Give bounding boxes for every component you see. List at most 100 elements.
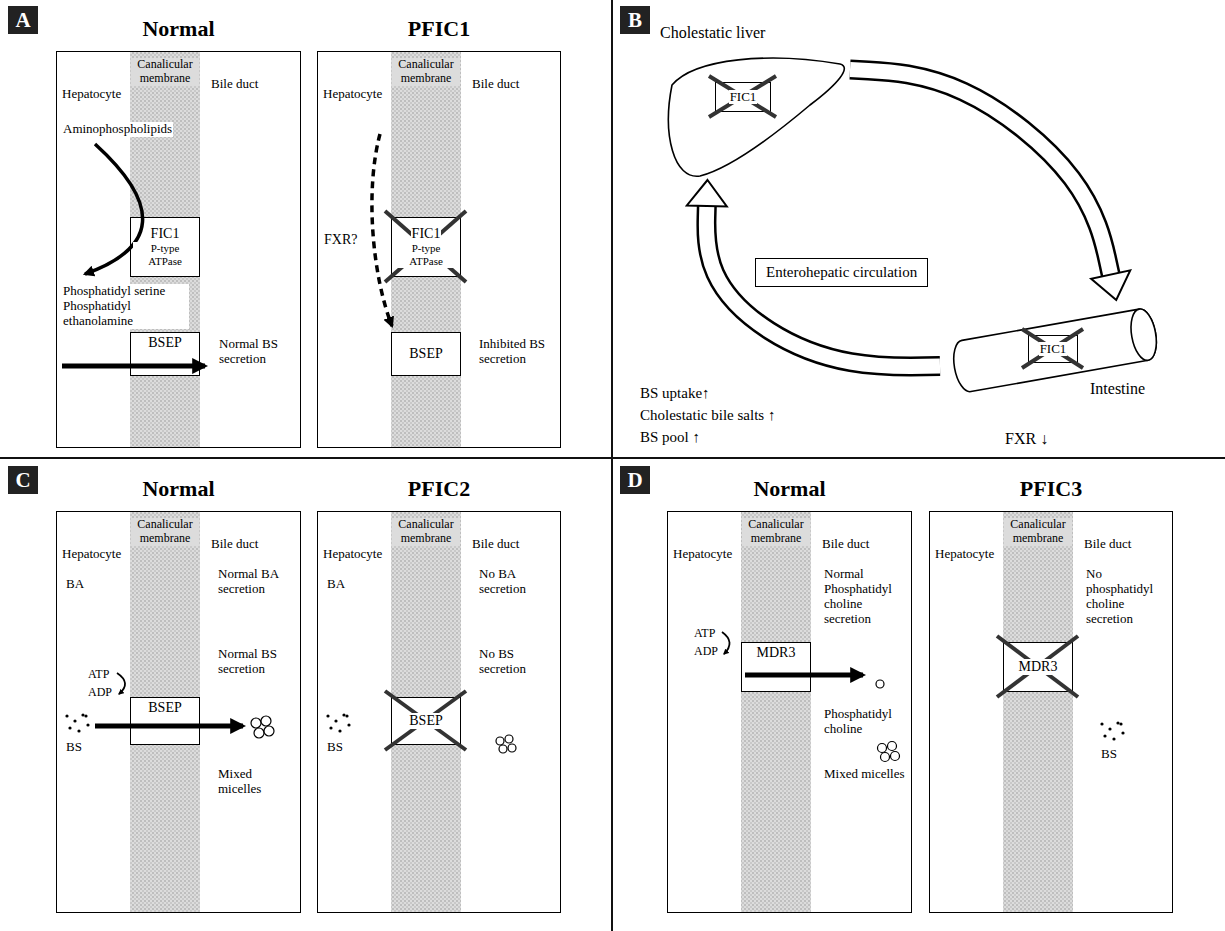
arrow-head bbox=[687, 180, 727, 207]
annotation-text: BA bbox=[65, 577, 85, 592]
liver-outline bbox=[660, 50, 850, 180]
bile-salt-dots bbox=[1112, 737, 1115, 740]
panel-divider bbox=[611, 0, 613, 931]
panel-letter: D bbox=[620, 466, 650, 494]
membrane-band: FIC1P-type ATPaseBSEPCanalicular membran… bbox=[391, 52, 461, 447]
membrane-band: BSEPCanalicular membrane bbox=[391, 512, 461, 912]
annotation-text: Hepatocyte bbox=[934, 547, 995, 562]
deficiency-cross bbox=[385, 691, 466, 750]
membrane-label: Canalicular membrane bbox=[131, 58, 199, 86]
protein-label: MDR3 bbox=[756, 645, 797, 661]
micelle-icon bbox=[881, 753, 890, 762]
deficiency-cross bbox=[709, 76, 776, 117]
bile-salt-dots bbox=[65, 714, 68, 717]
panel-heading: PFIC3 bbox=[930, 476, 1172, 501]
protein-label: MDR3 bbox=[1018, 659, 1059, 675]
annotation-text: Phosphatidyl serine Phosphatidyl ethanol… bbox=[62, 284, 189, 329]
micelle-icon bbox=[888, 742, 897, 751]
transporter-box: MDR3 bbox=[741, 642, 811, 692]
annotation-text: ADP bbox=[87, 686, 113, 700]
transport-arrow bbox=[117, 673, 125, 694]
membrane-label: Canalicular membrane bbox=[392, 58, 460, 86]
effect-label: BS uptake↑ bbox=[640, 385, 710, 402]
cell-diagram: MDR3Canalicular membraneNormalHepatocyte… bbox=[668, 512, 911, 912]
bile-salt-dots bbox=[347, 723, 350, 726]
protein-label: FIC1 bbox=[729, 90, 758, 105]
micelle-icon bbox=[878, 744, 887, 753]
membrane-fill bbox=[130, 512, 200, 912]
micelle-icon bbox=[508, 744, 516, 752]
panel-letter-text: C bbox=[15, 468, 30, 492]
bile-salt-dots bbox=[84, 714, 87, 717]
annotation-text: Hepatocyte bbox=[61, 87, 122, 102]
organ-label: Intestine bbox=[1090, 380, 1145, 398]
annotation-text: Bile duct bbox=[210, 77, 259, 92]
panel-letter-text: B bbox=[628, 8, 642, 32]
transporter-box: BSEP bbox=[130, 332, 200, 376]
transporter-fill bbox=[130, 697, 200, 745]
transport-arrow bbox=[722, 632, 730, 654]
effect-label: FXR ↓ bbox=[1005, 430, 1048, 448]
transporter-box: MDR3 bbox=[1003, 642, 1073, 692]
transporter-fill bbox=[391, 332, 461, 376]
panel-letter: C bbox=[8, 466, 38, 494]
protein-label: FIC1 bbox=[1039, 342, 1068, 357]
annotation-text: Hepatocyte bbox=[61, 547, 122, 562]
annotation-text: FXR? bbox=[323, 232, 358, 248]
micelle-icon bbox=[499, 745, 507, 753]
transport-arrow bbox=[745, 673, 863, 678]
micelle-icon bbox=[254, 728, 264, 738]
transporter-box: FIC1 bbox=[1028, 335, 1078, 363]
annotation-text: No BA secretion bbox=[478, 567, 560, 597]
panel-heading: PFIC1 bbox=[318, 16, 560, 41]
transporter-fill bbox=[130, 332, 200, 376]
membrane-fill bbox=[391, 512, 461, 912]
micelle-icon bbox=[251, 718, 261, 728]
annotation-text: Bile duct bbox=[1083, 537, 1132, 552]
annotation-text: ADP bbox=[693, 645, 719, 659]
deficiency-cross bbox=[385, 211, 466, 282]
process-label: Enterohepatic circulation bbox=[766, 264, 917, 281]
bile-salt-dots bbox=[338, 729, 341, 732]
micelle-icon bbox=[264, 726, 274, 736]
panel-heading: PFIC2 bbox=[318, 476, 560, 501]
annotation-text: Normal BA secretion bbox=[217, 567, 299, 597]
annotation-text: Mixed micelles bbox=[217, 767, 299, 797]
deficiency-cross bbox=[385, 211, 466, 282]
bile-salt-dots bbox=[1108, 727, 1111, 730]
micelle-icon bbox=[505, 735, 513, 743]
annotation-text: Mixed micelles bbox=[823, 767, 906, 782]
deficiency-cross bbox=[385, 691, 466, 750]
deficiency-cross bbox=[1022, 329, 1083, 368]
transport-arrow bbox=[95, 724, 243, 729]
circulation-arrow bbox=[687, 180, 940, 367]
annotation-text: Aminophospholipids bbox=[62, 122, 173, 137]
protein-label: BSEP bbox=[147, 700, 182, 716]
bile-salt-dots bbox=[1100, 722, 1103, 725]
annotation-text: Bile duct bbox=[210, 537, 259, 552]
bile-salt-dots bbox=[1116, 721, 1119, 724]
arrow-outline bbox=[850, 70, 1111, 275]
micelle-icon bbox=[251, 716, 900, 762]
membrane-band: MDR3Canalicular membrane bbox=[1003, 512, 1073, 912]
membrane-band: BSEPCanalicular membrane bbox=[130, 512, 200, 912]
protein-label: BSEP bbox=[408, 346, 443, 362]
bile-salt-dots bbox=[68, 726, 71, 729]
bile-salt-dots bbox=[65, 713, 1124, 740]
bile-salt-dots bbox=[334, 719, 337, 722]
annotation-text: BS bbox=[1100, 747, 1118, 762]
protein-label: FIC1 bbox=[150, 226, 181, 242]
panel-heading: Normal bbox=[668, 476, 911, 501]
annotation-text: No phosphatidyl choline secretion bbox=[1085, 567, 1172, 627]
effect-label: Cholestatic bile salts ↑ bbox=[640, 407, 775, 424]
panel-letter: A bbox=[8, 6, 38, 34]
protein-label: BSEP bbox=[147, 335, 182, 351]
organ-label: Cholestatic liver bbox=[660, 24, 765, 42]
annotation-text: Normal Phosphatidyl choline secretion bbox=[823, 567, 910, 627]
bile-salt-dots bbox=[81, 713, 84, 716]
arrow-head bbox=[1091, 270, 1130, 300]
annotation-text: Bile duct bbox=[471, 77, 520, 92]
annotation-text: No BS secretion bbox=[478, 647, 560, 677]
membrane-fill bbox=[130, 52, 1073, 912]
annotation-text: Hepatocyte bbox=[322, 87, 383, 102]
